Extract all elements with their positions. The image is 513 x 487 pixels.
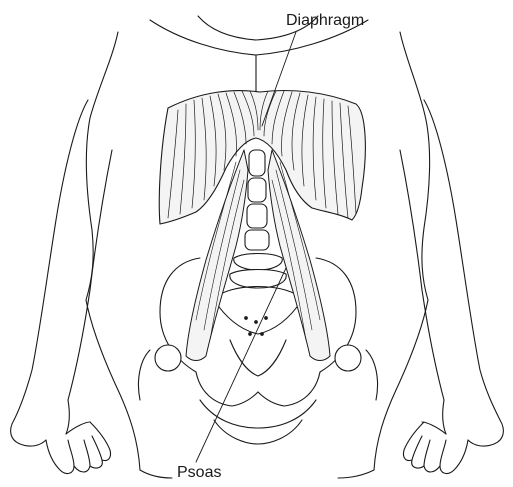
diaphragm-label: Diaphragm <box>286 13 364 29</box>
psoas-label: Psoas <box>177 465 221 481</box>
